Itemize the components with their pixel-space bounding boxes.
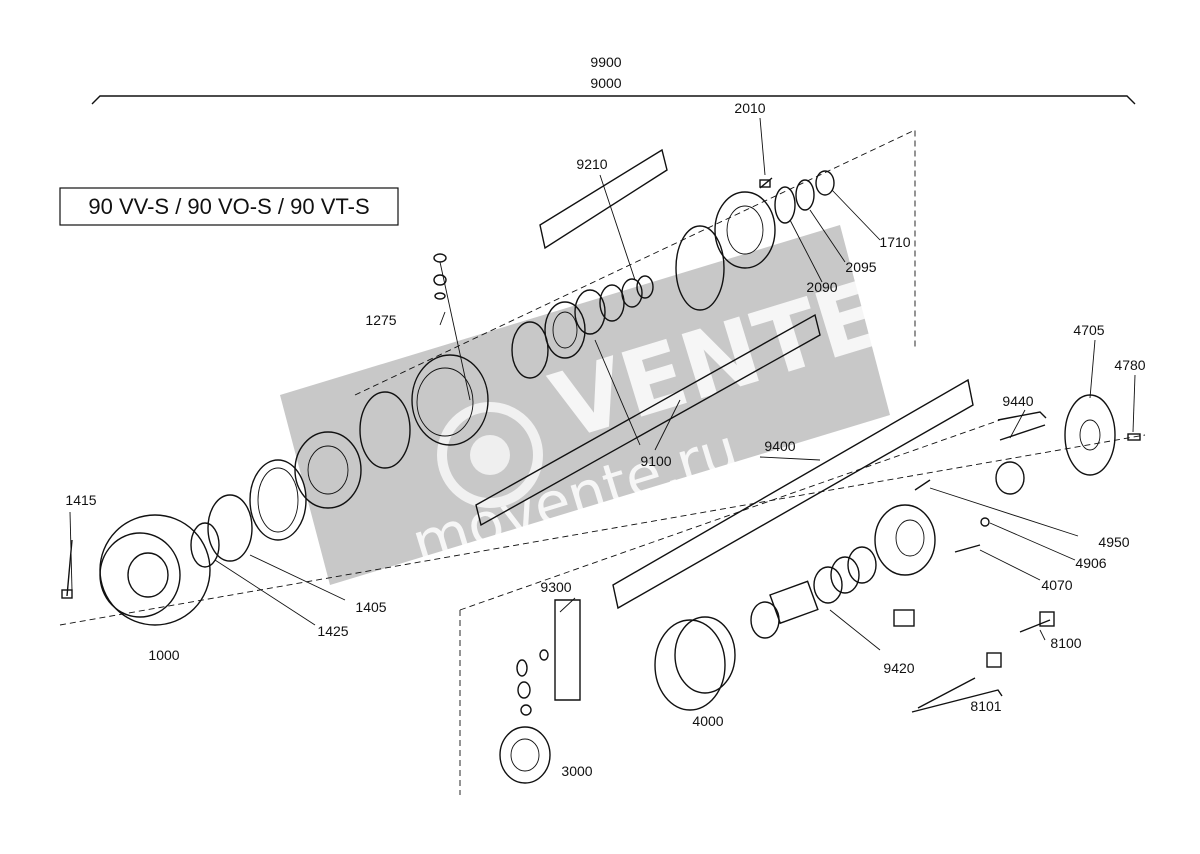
label-1275: 1275 bbox=[365, 312, 396, 328]
label-1425: 1425 bbox=[317, 623, 348, 639]
label-9100: 9100 bbox=[640, 453, 671, 469]
part-3000-bearing bbox=[499, 726, 551, 784]
part-housing bbox=[411, 354, 489, 446]
label-2010: 2010 bbox=[734, 100, 765, 116]
kit-band-9100 bbox=[475, 313, 821, 527]
label-1000: 1000 bbox=[148, 647, 179, 663]
label-3000: 3000 bbox=[561, 763, 592, 779]
part-shaft bbox=[294, 431, 362, 509]
part-bearing bbox=[544, 301, 586, 359]
part-4780-screw bbox=[1127, 433, 1141, 441]
part-8101-spring bbox=[917, 652, 1002, 709]
kit-band-9210 bbox=[539, 148, 668, 250]
part-2010-bolt bbox=[759, 177, 773, 189]
part-1425-ring bbox=[190, 522, 220, 568]
label-9440: 9440 bbox=[1002, 393, 1033, 409]
kit-band-9400 bbox=[612, 378, 974, 610]
part-valve-housing bbox=[874, 504, 936, 627]
watermark-logo-icon bbox=[437, 402, 543, 508]
model-title-box: 90 VV-S / 90 VO-S / 90 VT-S bbox=[59, 187, 399, 226]
part-8100-valve bbox=[1019, 611, 1055, 633]
part-labels: 1000 1275 1405 1415 1425 1710 2010 2090 … bbox=[65, 100, 1145, 779]
part-9440-pin bbox=[999, 424, 1046, 441]
part-cover bbox=[714, 191, 776, 269]
label-9300: 9300 bbox=[540, 579, 571, 595]
dashed-frames bbox=[59, 129, 1146, 795]
label-1405: 1405 bbox=[355, 599, 386, 615]
part-1405-ring bbox=[207, 494, 253, 562]
label-4705: 4705 bbox=[1073, 322, 1104, 338]
part-1710-ring bbox=[815, 170, 835, 196]
part-ring-stack bbox=[574, 275, 654, 335]
label-4950: 4950 bbox=[1098, 534, 1129, 550]
assembly-label-9000: 9000 bbox=[590, 75, 621, 91]
watermark: VENTE movente.ru bbox=[280, 225, 893, 585]
assembly-bracket-line bbox=[91, 95, 1136, 105]
part-2095-ring bbox=[795, 179, 815, 211]
part-large-oring bbox=[675, 225, 725, 311]
part-4070-bolt bbox=[954, 544, 981, 553]
label-4780: 4780 bbox=[1114, 357, 1145, 373]
label-2095: 2095 bbox=[845, 259, 876, 275]
part-9420-valve bbox=[750, 580, 819, 639]
model-title: 90 VV-S / 90 VO-S / 90 VT-S bbox=[88, 194, 369, 219]
label-4906: 4906 bbox=[1075, 555, 1106, 571]
label-8101: 8101 bbox=[970, 698, 1001, 714]
part-4950-pin bbox=[914, 479, 931, 491]
part-1000-hub bbox=[99, 514, 211, 626]
label-2090: 2090 bbox=[806, 279, 837, 295]
kit-band-9300 bbox=[554, 599, 581, 701]
part-4705-cover bbox=[1064, 394, 1116, 476]
assembly-label-9900: 9900 bbox=[590, 54, 621, 70]
part-small-fittings bbox=[516, 649, 549, 716]
part-disc bbox=[511, 321, 549, 379]
watermark-band bbox=[280, 225, 890, 585]
part-seal-ring bbox=[359, 391, 411, 469]
kit-bands bbox=[475, 148, 1047, 713]
label-9400: 9400 bbox=[764, 438, 795, 454]
assembly-bracket: 9900 9000 bbox=[91, 54, 1136, 105]
label-1710: 1710 bbox=[879, 234, 910, 250]
label-1415: 1415 bbox=[65, 492, 96, 508]
part-1275-plug bbox=[433, 253, 471, 401]
kit-bracket-8101 bbox=[911, 689, 1003, 713]
label-9210: 9210 bbox=[576, 156, 607, 172]
part-4000-gerotor bbox=[654, 616, 736, 711]
part-oring-9440 bbox=[995, 461, 1025, 495]
part-2090-ring bbox=[774, 186, 796, 224]
label-9420: 9420 bbox=[883, 660, 914, 676]
part-bearing-cage bbox=[249, 459, 307, 541]
label-4070: 4070 bbox=[1041, 577, 1072, 593]
label-4000: 4000 bbox=[692, 713, 723, 729]
part-4906-plug bbox=[980, 517, 990, 527]
leader-lines bbox=[69, 117, 1136, 651]
kit-bracket-9440 bbox=[997, 411, 1047, 421]
label-8100: 8100 bbox=[1050, 635, 1081, 651]
part-spring-stack bbox=[813, 546, 877, 604]
